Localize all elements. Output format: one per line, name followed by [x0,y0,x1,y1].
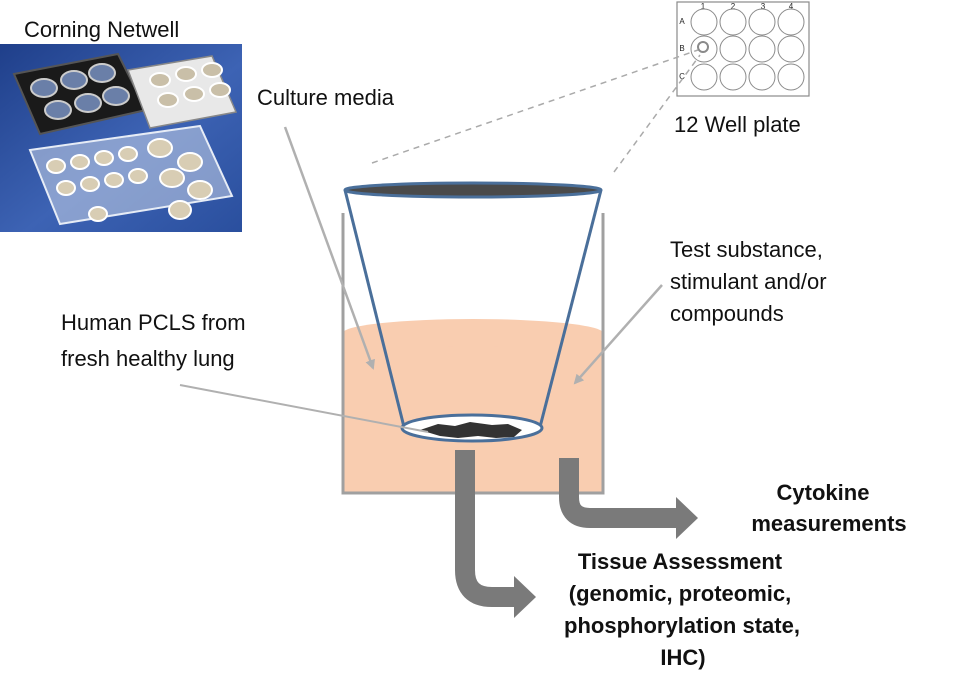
plate-row-b: B [679,44,684,53]
plate-well [777,8,805,36]
plate-well [690,35,718,63]
plate-well [719,35,747,63]
pointer-test-substance [573,284,663,385]
test-substance-label: Test substance, stimulant and/or compoun… [670,237,827,326]
svg-text:stimulant and/or: stimulant and/or [670,269,827,294]
svg-text:Tissue Assessment: Tissue Assessment [578,549,783,574]
plate-well [777,63,805,91]
svg-text:Human PCLS from: Human PCLS from [61,310,246,335]
plate-well [690,63,718,91]
culture-media-label: Culture media [257,85,395,110]
svg-text:fresh healthy lung: fresh healthy lung [61,346,235,371]
plate-well [748,8,776,36]
svg-text:Cytokine: Cytokine [777,480,870,505]
pointer-human-pcls [179,384,429,433]
zoom-line-right [613,54,701,173]
plate-row-c: C [679,72,685,81]
plate-well [777,35,805,63]
well-plate-schematic: 1 2 3 4 A B C [676,1,810,97]
plate-row-a: A [679,17,685,26]
pointer-culture-media [283,126,375,370]
well-plate-label: 12 Well plate [674,112,801,137]
lung-slice-tissue [420,422,522,438]
svg-text:phosphorylation state,: phosphorylation state, [564,613,800,638]
highlighted-well-insert [697,41,709,53]
plate-well [719,63,747,91]
netwell-insert [343,181,603,443]
human-pcls-label: Human PCLS from fresh healthy lung [61,310,246,371]
tissue-assessment-label: Tissue Assessment (genomic, proteomic, p… [564,549,800,670]
arrow-to-cytokine [559,458,698,539]
plate-col-4: 4 [789,2,794,11]
svg-text:(genomic, proteomic,: (genomic, proteomic, [569,581,791,606]
svg-text:measurements: measurements [751,511,906,536]
plate-well [748,63,776,91]
zoom-line-left [371,49,699,164]
corning-netwell-label: Corning Netwell [24,17,179,42]
plate-well [719,8,747,36]
plate-well [690,8,718,36]
plate-col-2: 2 [731,2,736,11]
cytokine-label: Cytokine measurements [751,480,906,536]
netwell-photo [0,44,242,232]
arrow-to-tissue-assessment [455,450,536,618]
plate-col-1: 1 [701,2,706,11]
svg-text:compounds: compounds [670,301,784,326]
svg-text:IHC): IHC) [660,645,705,670]
plate-col-3: 3 [761,2,766,11]
svg-text:Test substance,: Test substance, [670,237,823,262]
plate-well [748,35,776,63]
